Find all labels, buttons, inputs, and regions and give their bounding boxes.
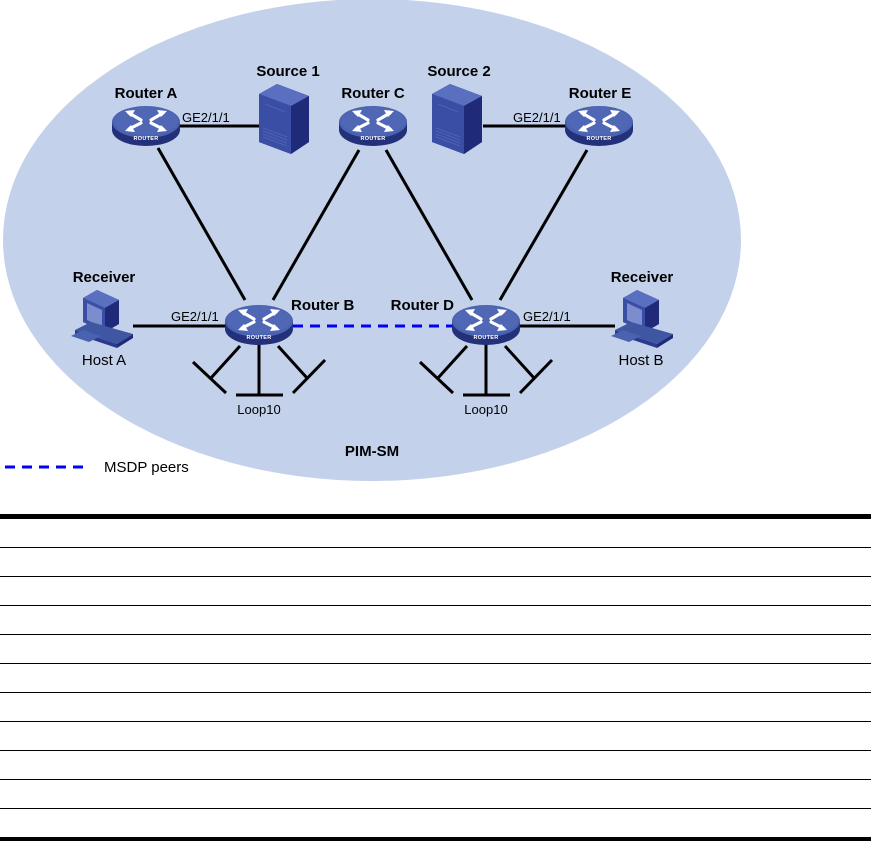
links [133,124,615,328]
loopback-router-b [191,340,327,397]
host-b-role-label: Receiver [611,269,674,286]
source-2-label: Source 2 [427,63,490,80]
table-row [0,780,871,809]
network-diagram: ROUTER ROUTER ROUTER ROUTER ROUTER Route… [3,0,741,481]
link-router-c-router-b [271,149,361,301]
table-row [0,693,871,722]
router-badge: ROUTER [246,335,271,341]
router-c[interactable]: ROUTER [337,104,409,148]
host-a-role-label: Receiver [73,269,136,286]
link-router-e-router-d [498,149,589,301]
table-row [0,635,871,664]
source-1-label: Source 1 [256,63,319,80]
router-a-label: Router A [115,85,178,102]
host-b-label: Host B [618,352,663,369]
empty-table [0,514,871,841]
host-a-label: Host A [82,352,126,369]
table-row [0,519,871,548]
loopback-router-d [418,340,554,397]
table-bottom-rule [0,837,871,841]
table-row [0,577,871,606]
router-e[interactable]: ROUTER [563,104,635,148]
table-row [0,722,871,751]
link-router-c-router-d [384,149,474,301]
interface-label-router-e: GE2/1/1 [513,110,561,125]
router-badge: ROUTER [133,136,158,142]
router-badge: ROUTER [586,136,611,142]
table-row [0,548,871,577]
legend-msdp-label: MSDP peers [104,459,189,476]
table-row [0,751,871,780]
server-icon [431,83,483,155]
loopback-label-router-d: Loop10 [464,402,507,417]
table-row [0,606,871,635]
router-a[interactable]: ROUTER [110,104,182,148]
interface-label-router-b: GE2/1/1 [171,309,219,324]
router-b[interactable]: ROUTER [223,303,295,347]
table-row [0,809,871,837]
interface-label-router-d: GE2/1/1 [523,309,571,324]
loopback-label-router-b: Loop10 [237,402,280,417]
source-1-server[interactable] [258,83,310,155]
router-c-label: Router C [341,85,405,102]
link-router-a-router-b [156,147,247,301]
router-b-label: Router B [291,297,355,314]
router-badge: ROUTER [360,136,385,142]
legend: MSDP peers [5,459,189,476]
pim-sm-domain [3,0,741,481]
router-d[interactable]: ROUTER [450,303,522,347]
server-icon [258,83,310,155]
table-top-rule [0,514,871,519]
source-2-server[interactable] [431,83,483,155]
interface-label-router-a: GE2/1/1 [182,110,230,125]
router-d-label: Router D [391,297,455,314]
router-badge: ROUTER [473,335,498,341]
table-row [0,664,871,693]
domain-label: PIM-SM [345,443,399,460]
router-e-label: Router E [569,85,632,102]
